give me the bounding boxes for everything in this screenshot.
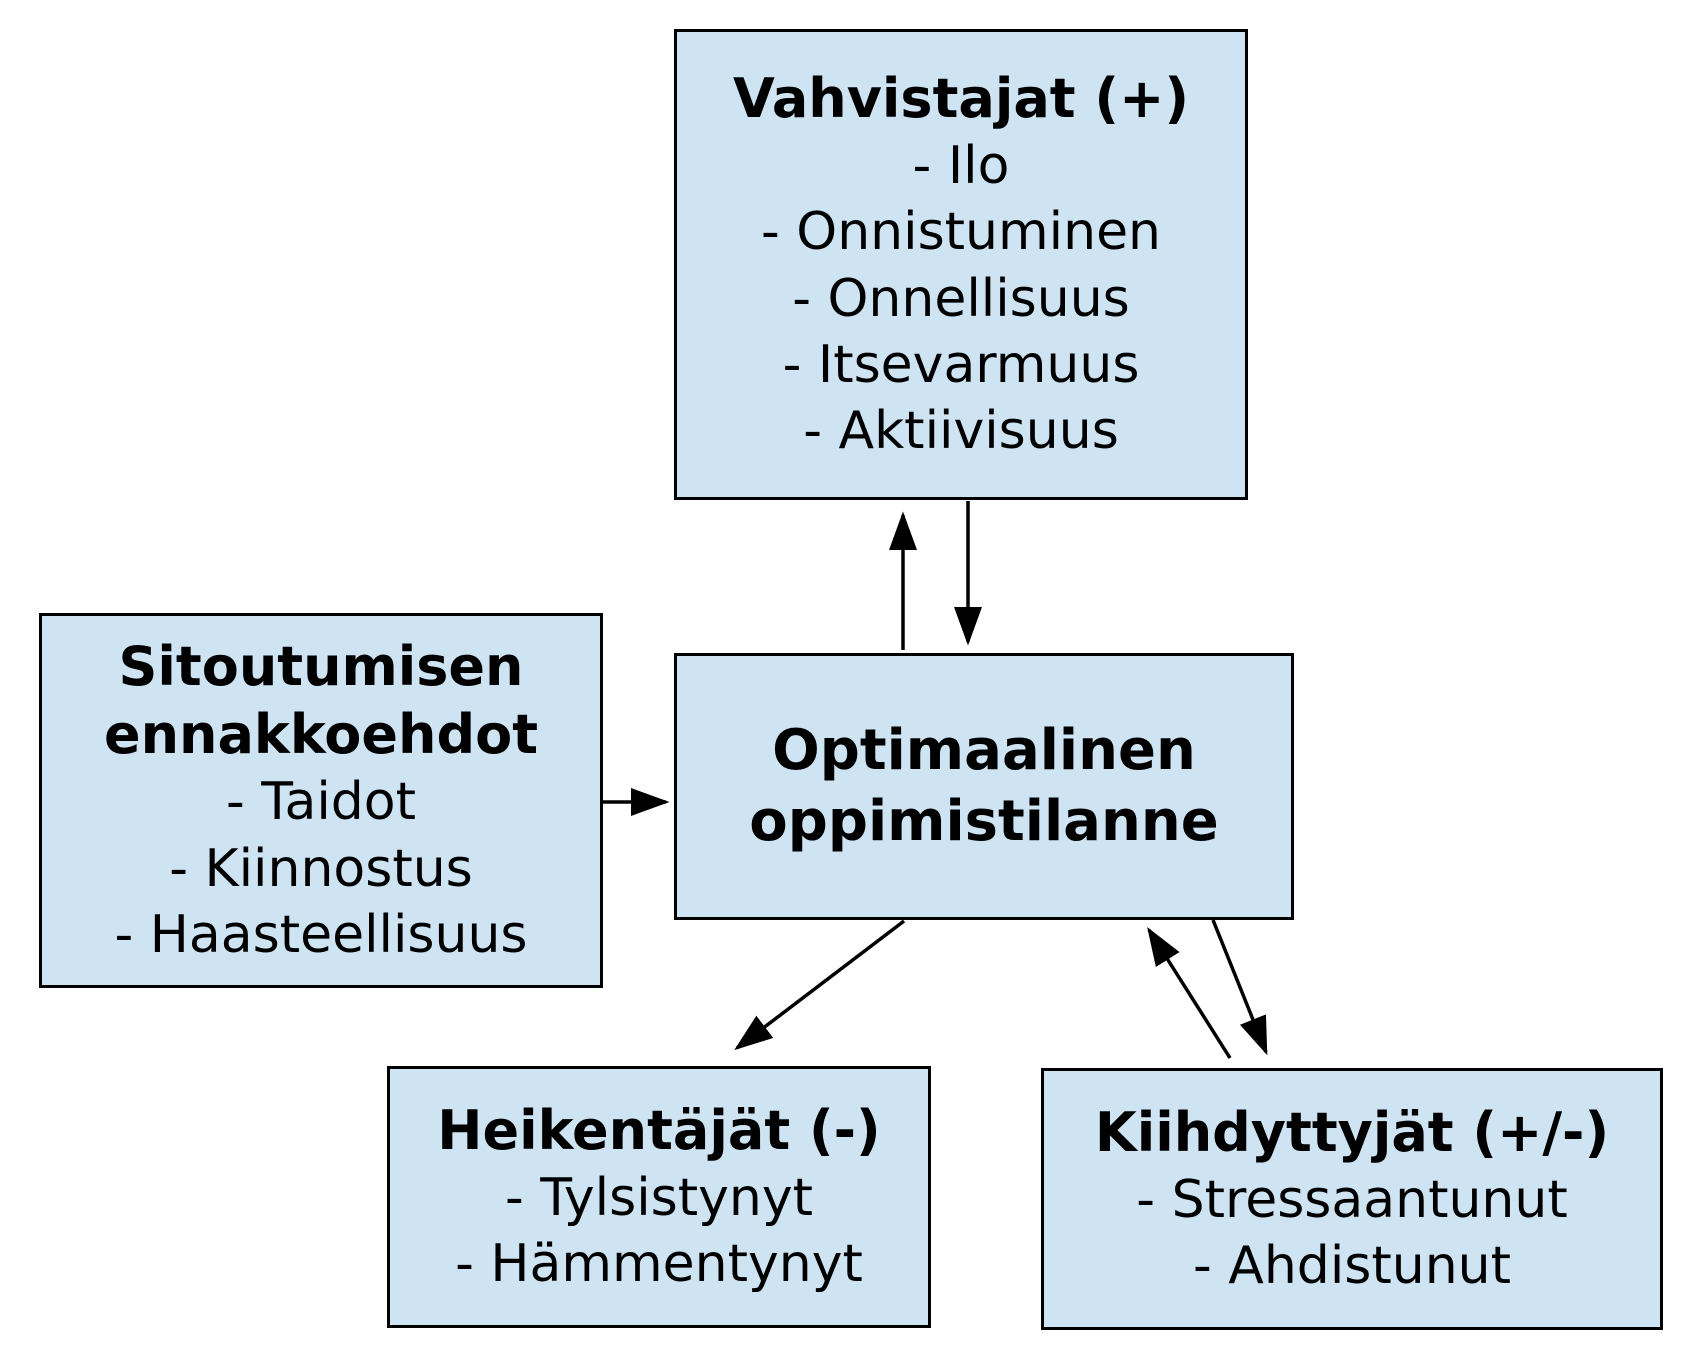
arrow-optimal-to-weakeners [734, 919, 906, 1051]
list-item: - Kiinnostus [169, 838, 473, 899]
box-preconditions-title: Sitoutumisen ennakkoehdot [103, 635, 539, 767]
list-item: - Onnellisuus [792, 268, 1130, 329]
list-item: - Taidot [226, 772, 416, 833]
list-item: - Onnistuminen [760, 202, 1162, 263]
list-item: - Ilo [912, 136, 1010, 197]
box-preconditions: Sitoutumisen ennakkoehdot - Taidot - Kii… [39, 613, 603, 988]
box-reinforcers-title: Vahvistajat (+) [733, 67, 1189, 131]
list-item: - Tylsistynyt [504, 1167, 814, 1228]
list-item: - Itsevarmuus [782, 334, 1140, 395]
arrow-accelerators-to-optimal [1147, 927, 1232, 1059]
box-optimal-title: Optimaalinen oppimistilanne [749, 717, 1219, 854]
list-item: - Ahdistunut [1192, 1236, 1512, 1297]
box-weakeners-title: Heikentäjät (-) [437, 1098, 881, 1162]
list-item: - Stressaantunut [1136, 1169, 1568, 1230]
arrow-optimal-to-accelerators [1211, 919, 1268, 1056]
box-optimal-learning-situation: Optimaalinen oppimistilanne [674, 653, 1294, 920]
list-item: - Hämmentynyt [455, 1234, 863, 1295]
box-reinforcers: Vahvistajat (+) - Ilo - Onnistuminen - O… [674, 29, 1248, 500]
box-accelerators: Kiihdyttyjät (+/-) - Stressaantunut - Ah… [1041, 1068, 1663, 1330]
list-item: - Aktiivisuus [803, 400, 1119, 461]
list-item: - Haasteellisuus [114, 904, 528, 965]
box-accelerators-title: Kiihdyttyjät (+/-) [1094, 1100, 1610, 1164]
box-weakeners: Heikentäjät (-) - Tylsistynyt - Hämmenty… [387, 1066, 931, 1328]
